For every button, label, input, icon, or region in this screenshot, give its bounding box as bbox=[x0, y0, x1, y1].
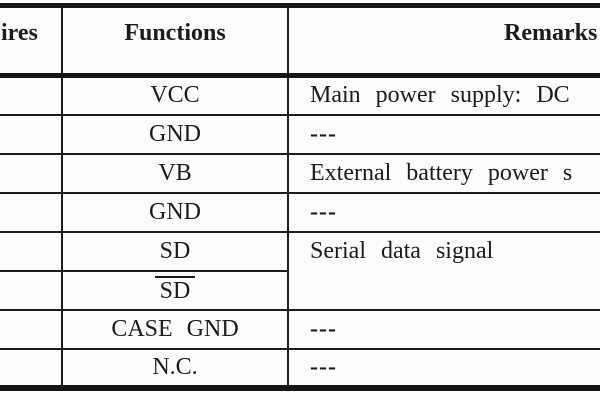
cell-wire-color bbox=[0, 74, 63, 116]
cell-function: GND bbox=[61, 113, 289, 155]
table-row-nc: N.C. --- bbox=[0, 347, 600, 389]
cell-function: SD bbox=[61, 269, 288, 311]
cell-remark: --- bbox=[287, 347, 600, 389]
cell-wire-color bbox=[0, 269, 63, 311]
cell-function: VB bbox=[61, 152, 289, 194]
table-row-sd: SD Serial data signal bbox=[0, 230, 600, 311]
cell-remark: --- bbox=[287, 113, 600, 155]
cell-wire-color bbox=[0, 152, 63, 194]
cell-wire-color bbox=[0, 308, 63, 350]
table-row-gnd-2: GND --- bbox=[0, 191, 600, 233]
table-row-case-gnd: CASE GND --- bbox=[0, 308, 600, 350]
wire-function-table: ires Functions Remarks VCC Main power su… bbox=[0, 3, 600, 391]
table-row-sd-bar: SD bbox=[0, 269, 600, 311]
cell-function: GND bbox=[61, 191, 289, 233]
table-row-vb: VB External battery power s bbox=[0, 152, 600, 194]
cell-wire-color bbox=[0, 347, 63, 389]
cell-function: VCC bbox=[61, 74, 289, 116]
dash-placeholder: --- bbox=[310, 120, 337, 147]
cell-wire-color bbox=[0, 191, 63, 233]
dash-placeholder: --- bbox=[310, 198, 337, 225]
header-remarks: Remarks bbox=[287, 4, 600, 78]
cell-remark-merged: Serial data signal bbox=[287, 230, 600, 311]
dash-placeholder: --- bbox=[310, 353, 337, 380]
cell-remark: Main power supply: DC bbox=[287, 74, 600, 116]
cell-wire-color bbox=[0, 230, 63, 272]
header-remarks-label: Remarks bbox=[504, 19, 598, 46]
cell-remark: External battery power s bbox=[287, 152, 600, 194]
header-row: ires Functions Remarks bbox=[0, 4, 600, 78]
cell-function: SD bbox=[61, 230, 289, 272]
cell-remark: --- bbox=[287, 191, 600, 233]
table-row-vcc: VCC Main power supply: DC bbox=[0, 74, 600, 116]
header-wires: ires bbox=[0, 4, 63, 78]
cell-function: N.C. bbox=[61, 347, 289, 389]
cell-function: CASE GND bbox=[61, 308, 289, 350]
header-functions: Functions bbox=[61, 4, 289, 78]
cell-wire-color bbox=[0, 113, 63, 155]
cell-remark: --- bbox=[287, 308, 600, 350]
sd-bar-label: SD bbox=[154, 275, 196, 304]
table-row-gnd-1: GND --- bbox=[0, 113, 600, 155]
dash-placeholder: --- bbox=[310, 315, 337, 342]
